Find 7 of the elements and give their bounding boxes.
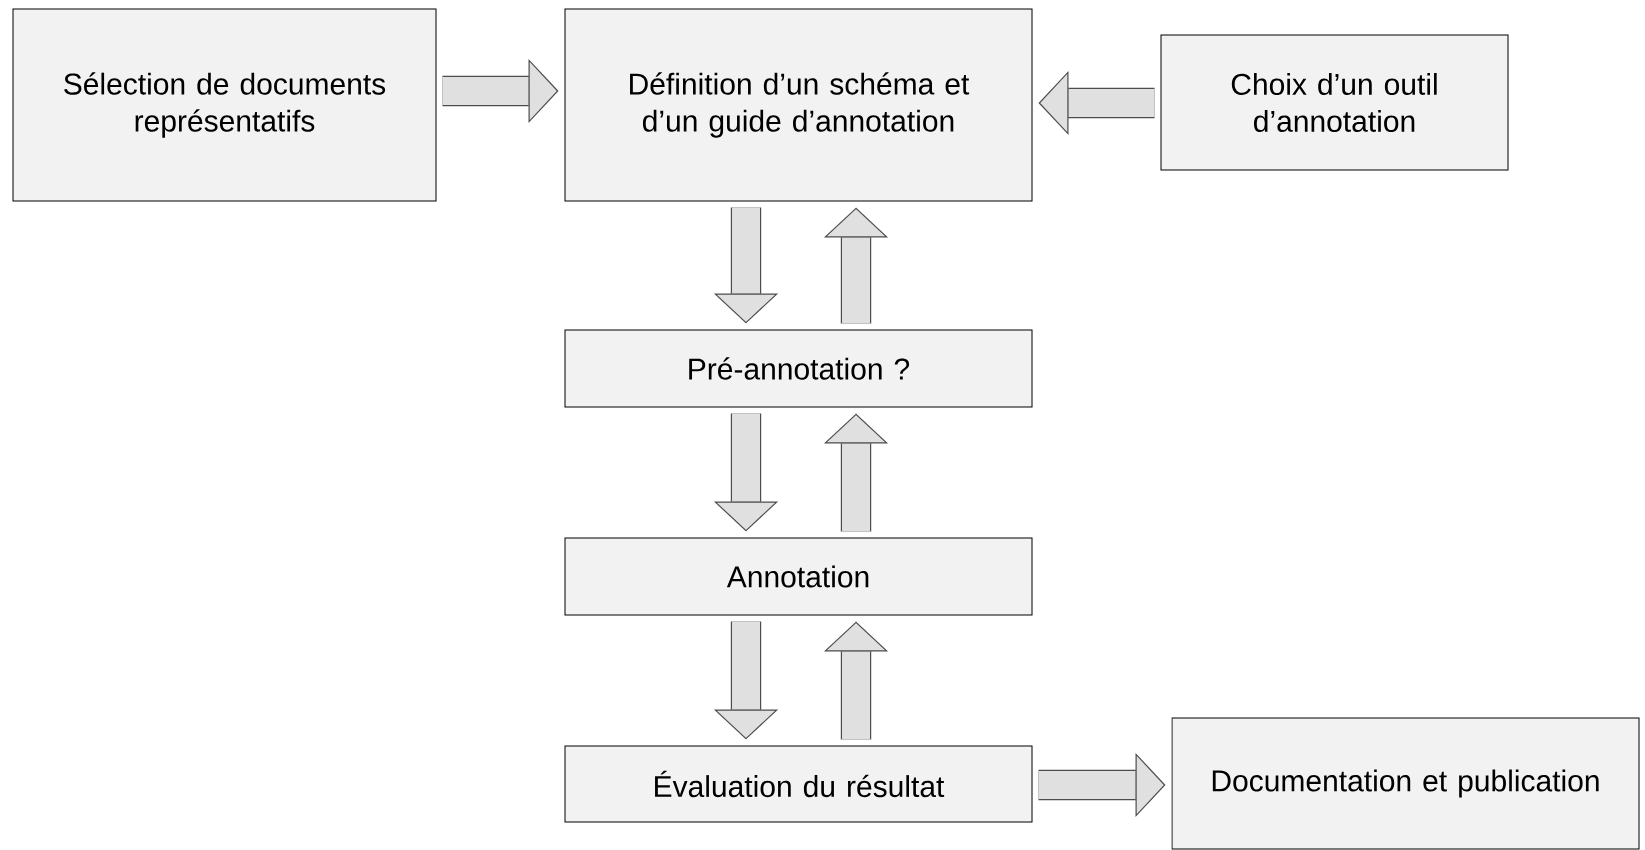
process-box: Pré-annotation ? [564,329,1033,408]
process-box: Sélection de documents représentatifs [12,8,437,202]
process-box: Annotation [564,537,1033,616]
process-box: Définition d’un schéma et d’un guide d’annotation [564,8,1033,202]
process-box: Évaluation du résultat [564,745,1033,823]
process-box: Documentation et publication [1171,717,1640,850]
process-box: Choix d’un outil d’annotation [1160,34,1509,171]
